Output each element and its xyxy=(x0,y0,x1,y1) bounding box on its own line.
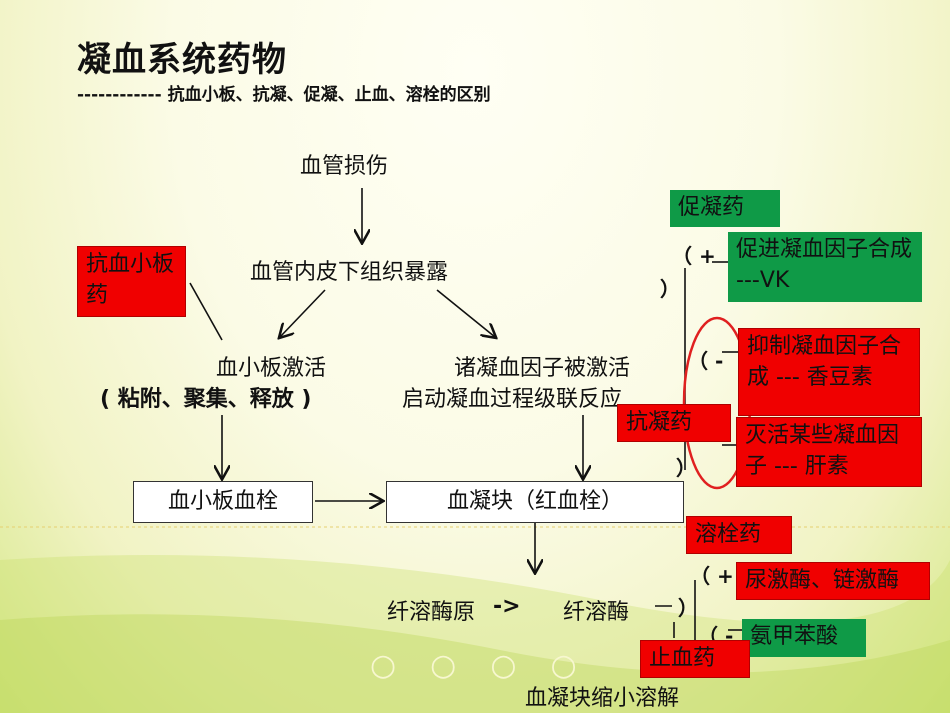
node-cascade-start: 启动凝血过程级联反应 xyxy=(402,387,623,412)
thromb-plus-sign: （ + xyxy=(690,564,734,588)
node-plasmin: 纤溶酶 xyxy=(563,600,630,625)
drug-urokinase: 尿激酶、链激酶 xyxy=(736,562,930,600)
drug-hemostatic: 止血药 xyxy=(640,640,750,678)
drug-inhibit-synthesis: 抑制凝血因子合成 --- 香豆素 xyxy=(738,328,920,416)
drug-procoagulant: 促凝药 xyxy=(670,190,780,227)
arrow-exposure-to-factors xyxy=(436,289,495,337)
procoag-close-paren: ） xyxy=(660,277,680,301)
anticoag-minus-sign: （ - xyxy=(688,349,724,373)
anticoag-close-paren: ） xyxy=(676,456,696,480)
page-subtitle: ------------ 抗血小板、抗凝、促凝、止血、溶栓的区别 xyxy=(77,85,491,105)
arrow-text: -> xyxy=(493,594,521,619)
node-subendothelium: 血管内皮下组织暴露 xyxy=(250,260,449,285)
arrow-exposure-to-platelet xyxy=(280,289,326,337)
node-vessel-injury: 血管损伤 xyxy=(300,154,389,179)
drug-aminomethylbenzoic: 氨甲苯酸 xyxy=(742,619,866,657)
node-platelet-activation-detail: ( 粘附、聚集、释放 ) xyxy=(100,387,312,412)
drug-inactivate-factors: 灭活某些凝血因子 --- 肝素 xyxy=(736,417,922,487)
drug-antiplatelet: 抗血小板药 xyxy=(77,246,186,317)
drug-promote-synthesis: 促进凝血因子合成 ---VK xyxy=(728,232,922,302)
node-clot: 血凝块（红血栓） xyxy=(386,481,684,523)
node-platelet-activation: 血小板激活 xyxy=(216,356,327,381)
node-clot-dissolve: 血凝块缩小溶解 xyxy=(525,686,680,711)
drug-anticoagulant: 抗凝药 xyxy=(617,404,731,442)
node-plasminogen: 纤溶酶原 xyxy=(387,600,476,625)
node-factors-activated: 诸凝血因子被激活 xyxy=(454,356,631,381)
antiplatelet-inhibit-line xyxy=(189,282,223,341)
decor-circles: ○○○○ xyxy=(370,648,611,683)
node-platelet-plug: 血小板血栓 xyxy=(133,481,313,523)
thromb-close-paren: ） xyxy=(678,596,698,620)
procoag-plus-sign: （ + xyxy=(672,244,716,268)
drug-thrombolytic: 溶栓药 xyxy=(686,516,792,554)
page-title: 凝血系统药物 xyxy=(77,40,287,80)
